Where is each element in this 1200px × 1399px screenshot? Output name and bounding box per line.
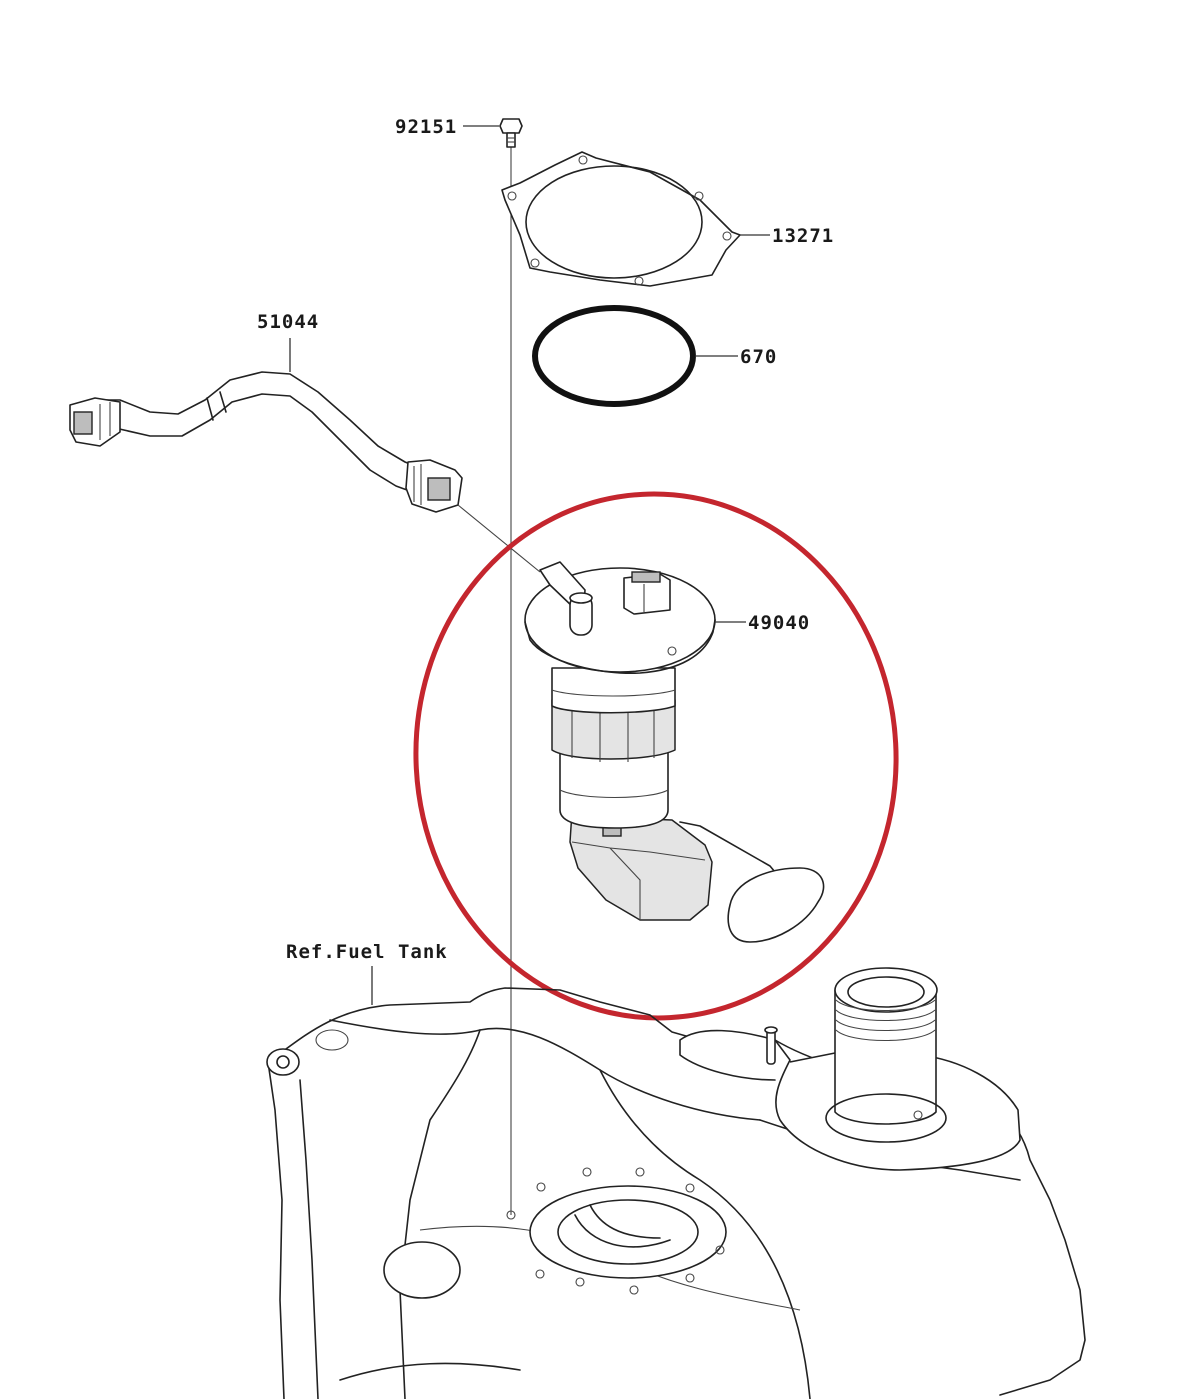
tank-reference-label: Ref.Fuel Tank [286,941,448,963]
fuel-tank-part [266,967,1086,1399]
bolt-part [499,118,523,148]
pump-part-number: 49040 [748,612,810,634]
hose-part [69,371,463,513]
gasket-part [501,151,741,287]
bolt-part-number: 92151 [395,116,457,138]
hose-part-number: 51044 [257,311,319,333]
oring-part-number: 670 [740,346,777,368]
pump-highlight-circle [413,491,899,1021]
hose-connection-line [457,504,541,573]
gasket-part-number: 13271 [772,225,834,247]
fuel-pump-part [524,561,825,943]
oring-part [532,305,696,407]
